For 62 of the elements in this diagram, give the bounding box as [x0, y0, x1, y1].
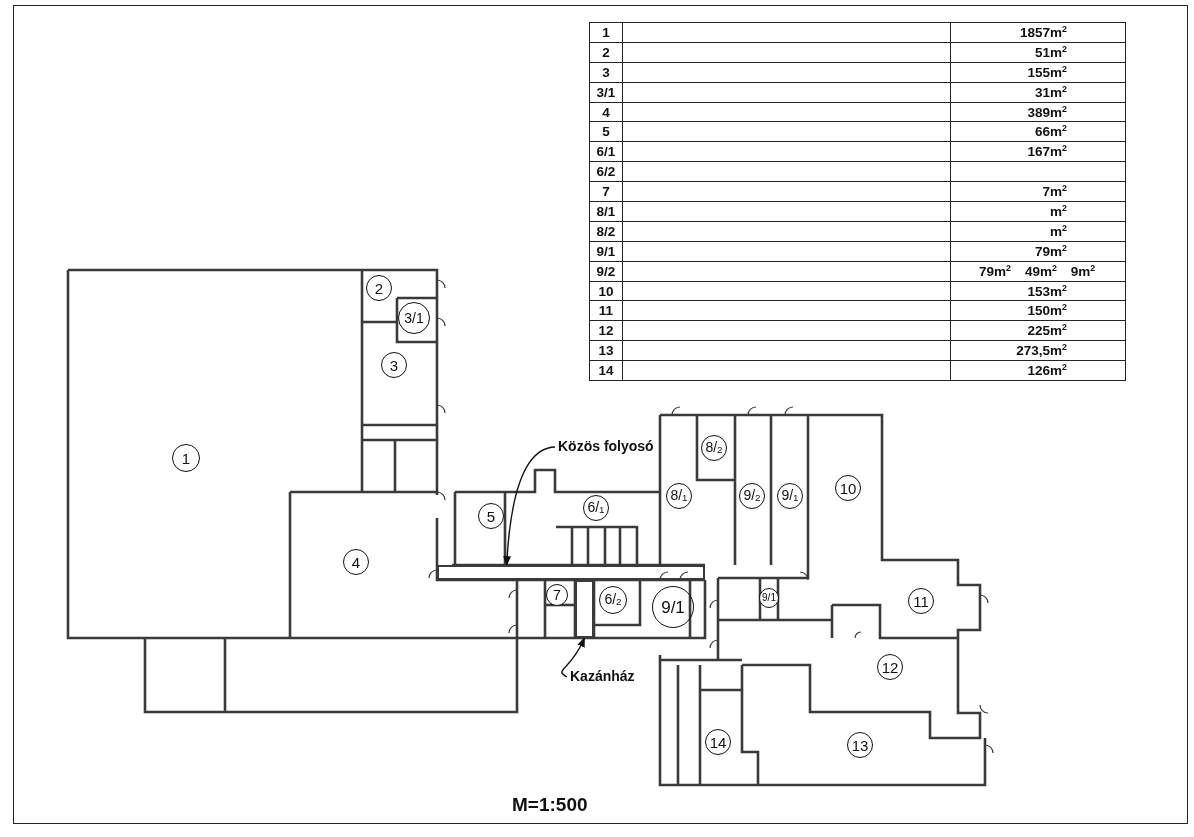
room-number: 2	[366, 275, 392, 301]
room-number: 9/1	[596, 243, 616, 259]
room-number: 3/1	[596, 84, 616, 100]
room-number: 9/1	[759, 588, 779, 608]
area-value: 7m$^{2}$	[1042, 184, 1067, 200]
room-number: 12	[598, 323, 614, 339]
area-value: 1857m$^{2}$	[1020, 24, 1067, 40]
room-number: 6/$_{2}$	[599, 586, 627, 614]
room-number: 1	[172, 444, 200, 472]
room-number: 14	[598, 363, 614, 379]
area-value: 31m$^{2}$	[1035, 84, 1067, 100]
room-number: 9/2	[596, 263, 616, 279]
area-value: 225m$^{2}$	[1027, 323, 1067, 339]
area-value: m$^{2}$	[1050, 223, 1067, 239]
room-number: 6/$_{1}$	[583, 495, 609, 521]
area-value: 155m$^{2}$	[1027, 64, 1067, 80]
room-number: 11	[598, 303, 614, 319]
room-number: 14	[705, 729, 731, 755]
room-number: 10	[835, 475, 861, 501]
leader-line	[503, 446, 556, 566]
area-value: 66m$^{2}$	[1035, 124, 1067, 140]
room-number: 6/1	[596, 144, 616, 160]
area-value: 49m$^{2}$	[1024, 263, 1057, 279]
room-number: 5	[602, 124, 610, 140]
room-number: 10	[598, 283, 614, 299]
room-number: 13	[847, 732, 873, 758]
area-value: 9m$^{2}$	[1070, 263, 1096, 279]
area-value: 126m$^{2}$	[1027, 363, 1067, 379]
scale-label: M=1:500	[512, 794, 588, 816]
room-number: 8/1	[596, 203, 616, 219]
room-number: 3	[602, 64, 610, 80]
room-number: 3	[381, 352, 407, 378]
room-number: 8/$_{1}$	[666, 483, 692, 509]
area-value: 79m$^{2}$	[1035, 243, 1067, 259]
room-number: 12	[877, 654, 903, 680]
area-value: m$^{2}$	[1050, 203, 1067, 219]
area-value: 273,5m$^{2}$	[1016, 343, 1067, 359]
boiler-room	[575, 580, 594, 638]
room-number: 5	[478, 503, 504, 529]
room-number: 7	[546, 584, 568, 606]
room-number: 9/$_{2}$	[739, 483, 765, 509]
room-number: 13	[598, 343, 614, 359]
room-number: 9/$_{1}$	[777, 483, 803, 509]
room-number: 7	[602, 184, 610, 200]
room-number: 6/2	[596, 164, 616, 180]
corridor	[437, 565, 705, 580]
room-number: 4	[602, 104, 610, 120]
area-value: 389m$^{2}$	[1027, 104, 1067, 120]
area-value: 79m$^{2}$	[979, 263, 1011, 279]
room-number: 11	[908, 588, 934, 614]
callout-text: Közös folyosó	[556, 438, 656, 454]
room-number: 8/$_{2}$	[701, 435, 727, 461]
area-value: 51m$^{2}$	[1035, 44, 1067, 60]
callout-text: Kazánház	[568, 668, 637, 684]
area-value: 153m$^{2}$	[1027, 283, 1067, 299]
room-number: 1	[602, 24, 610, 40]
room-number: 8/2	[596, 223, 616, 239]
area-value: 150m$^{2}$	[1027, 303, 1067, 319]
room-number: 2	[602, 44, 610, 60]
room-number: 3/1	[398, 302, 430, 334]
area-value: 167m$^{2}$	[1027, 144, 1067, 160]
room-number: 4	[343, 549, 369, 575]
